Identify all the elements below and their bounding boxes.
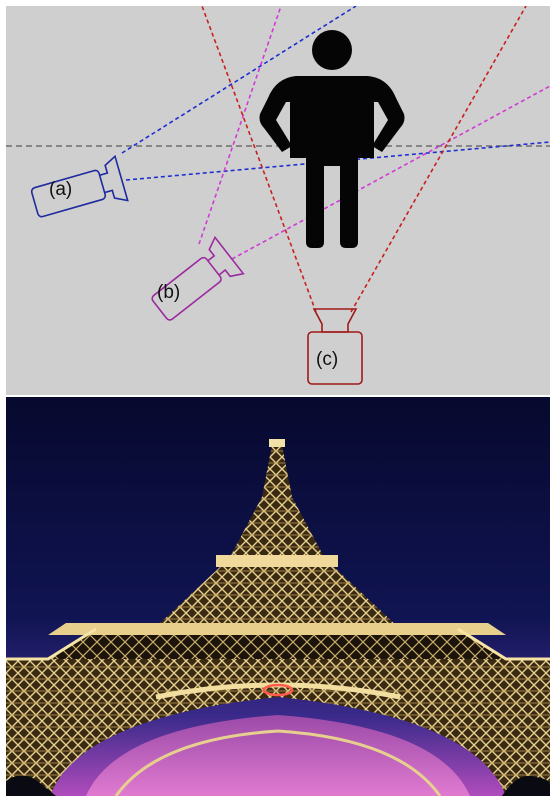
- camera-c-label: (c): [316, 349, 338, 370]
- tower-inner-arch: [86, 715, 470, 796]
- tower-second-level: [216, 555, 338, 567]
- camera-b-rays: [198, 6, 550, 260]
- camera-b: [151, 235, 245, 321]
- person-figure: [259, 30, 405, 248]
- tower-center-light: [262, 683, 294, 697]
- camera-a: [30, 154, 129, 218]
- tower-spire: [262, 445, 292, 497]
- camera-a-label: (a): [49, 179, 72, 200]
- tower-first-platform: [48, 629, 506, 659]
- camera-b-label: (b): [157, 282, 180, 303]
- person-head: [312, 30, 352, 70]
- camera-angle-diagram-svg: (a) (b) (c): [6, 6, 550, 385]
- tower-arch-lattice: [114, 729, 442, 796]
- eiffel-tower-photo-svg: [6, 397, 550, 796]
- camera-angle-diagram: (a) (b) (c): [6, 6, 550, 395]
- tower-top-cap: [269, 439, 285, 447]
- eiffel-tower-photo: [6, 397, 550, 796]
- tower-right-edge: [457, 627, 550, 661]
- person-body: [259, 76, 405, 248]
- tower-platform-rim: [48, 623, 506, 635]
- camera-c: [307, 308, 363, 385]
- tower-lower-structure: [6, 659, 550, 796]
- tower-middle-section: [158, 567, 396, 625]
- camera-c-rays: [201, 6, 527, 313]
- tower-left-edge: [6, 627, 97, 661]
- tower-upper-section: [230, 497, 324, 557]
